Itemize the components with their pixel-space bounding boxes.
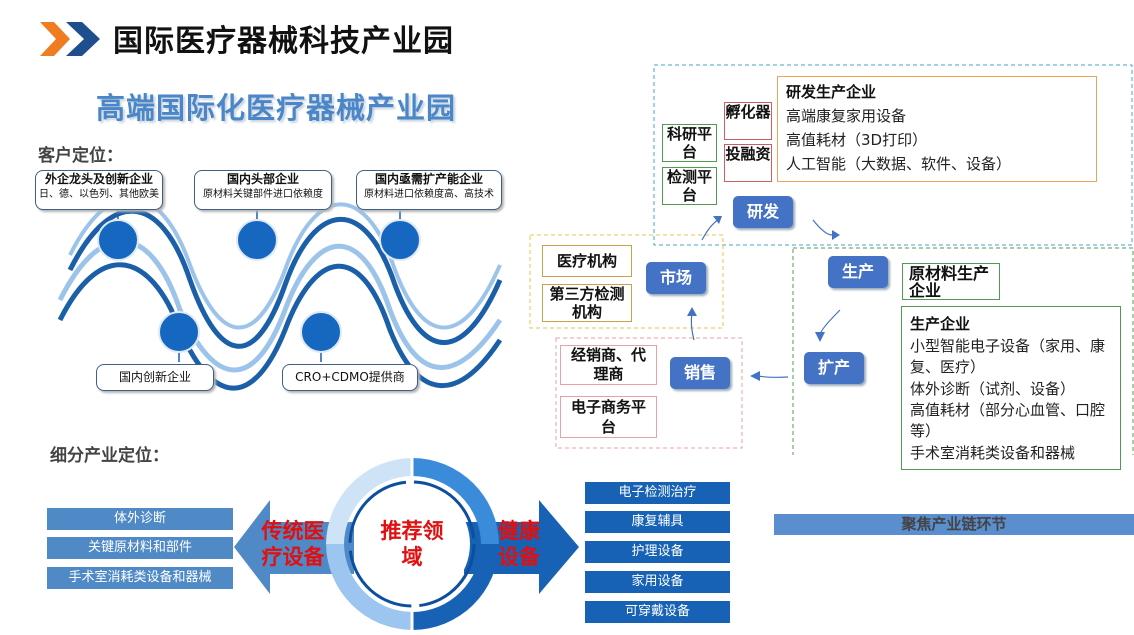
health-item: 电子检测治疗 <box>585 482 730 504</box>
production-box-item: 手术室消耗类设备和器械 <box>910 444 1076 462</box>
callout-desc: 原材料进口依赖度高、高技术 <box>364 189 494 200</box>
sales-stage-button[interactable]: 销售 <box>670 357 730 389</box>
traditional-item: 手术室消耗类设备和器械 <box>47 567 233 589</box>
production-box-item: 体外诊断（试剂、设备） <box>910 380 1076 398</box>
callout-desc: 日、德、以色列、其他欧美 <box>39 189 159 200</box>
chevron-icon-orange <box>40 22 70 56</box>
segment-positioning-label: 细分产业定位： <box>50 446 169 466</box>
health-item: 家用设备 <box>585 571 730 593</box>
rd-box-title: 研发生产企业 <box>786 83 877 101</box>
rd-platform-research: 科研平台 <box>662 124 717 162</box>
rd-stage-button[interactable]: 研发 <box>733 196 793 228</box>
production-box-title: 生产企业 <box>910 315 971 333</box>
recommended-domain-ring <box>234 456 579 632</box>
market-item-lab: 第三方检测机构 <box>542 284 632 322</box>
traditional-item: 体外诊断 <box>47 508 233 530</box>
rd-investment: 投融资 <box>724 144 772 182</box>
rd-box-item: 人工智能（大数据、软件、设备） <box>786 155 1012 173</box>
ring-left-label: 传统医疗设备 <box>261 519 325 569</box>
rd-platform-testing: 检测平台 <box>662 167 717 205</box>
callout-title: 国内头部企业 <box>226 172 299 186</box>
rd-incubator: 孵化器 <box>724 102 772 140</box>
callout-desc: 原材料关键部件进口依赖度 <box>203 189 323 200</box>
callout-cro-cdmo: CRO+CDMO提供商 <box>282 364 418 391</box>
callout-domestic-leaders: 国内头部企业 原材料关键部件进口依赖度 <box>194 170 332 210</box>
production-enterprise-box: 生产企业 小型智能电子设备（家用、康复、医疗） 体外诊断（试剂、设备） 高值耗材… <box>901 306 1121 470</box>
ring-center-label: 推荐领域 <box>380 519 444 569</box>
focus-chain-bar: 聚焦产业链环节 <box>774 514 1134 535</box>
callout-title: 国内亟需扩产能企业 <box>374 172 483 186</box>
page-title: 国际医疗器械科技产业园 <box>113 24 454 59</box>
sales-item-distributors: 经销商、代理商 <box>560 345 657 385</box>
rd-box-item: 高值耗材（3D打印） <box>786 131 928 149</box>
ring-right-label: 健康设备 <box>498 519 540 569</box>
callout-title: 国内创新企业 <box>118 370 191 384</box>
market-item-medical: 医疗机构 <box>542 245 632 277</box>
customer-positioning-label: 客户定位： <box>38 146 123 166</box>
callout-foreign-leaders: 外企龙头及创新企业 日、德、以色列、其他欧美 <box>35 170 163 210</box>
traditional-item: 关键原材料和部件 <box>47 537 233 559</box>
chevron-icon-navy <box>66 22 100 56</box>
production-stage-button[interactable]: 生产 <box>828 256 888 288</box>
health-item: 护理设备 <box>585 541 730 563</box>
raw-material-box: 原材料生产企业 <box>902 263 1000 300</box>
chain-dashed-regions <box>529 64 1134 455</box>
park-subtitle: 高端国际化医疗器械产业园 <box>96 91 457 125</box>
callout-expansion-enterprises: 国内亟需扩产能企业 原材料进口依赖度高、高技术 <box>356 170 502 210</box>
rd-box-item: 高端康复家用设备 <box>786 107 907 125</box>
expand-stage-button[interactable]: 扩产 <box>804 352 864 384</box>
health-item: 康复辅具 <box>585 511 730 533</box>
callout-title: CRO+CDMO提供商 <box>295 370 405 384</box>
callout-title: 外企龙头及创新企业 <box>44 172 153 186</box>
production-box-item: 高值耗材（部分心血管、口腔等） <box>910 401 1106 440</box>
health-item: 可穿戴设备 <box>585 601 730 623</box>
callout-domestic-innovators: 国内创新企业 <box>96 364 214 391</box>
market-stage-button[interactable]: 市场 <box>646 262 706 294</box>
sales-item-ecommerce: 电子商务平台 <box>560 396 657 438</box>
production-box-item: 小型智能电子设备（家用、康复、医疗） <box>910 337 1106 376</box>
rd-enterprise-box: 研发生产企业 高端康复家用设备 高值耗材（3D打印） 人工智能（大数据、软件、设… <box>777 76 1097 182</box>
